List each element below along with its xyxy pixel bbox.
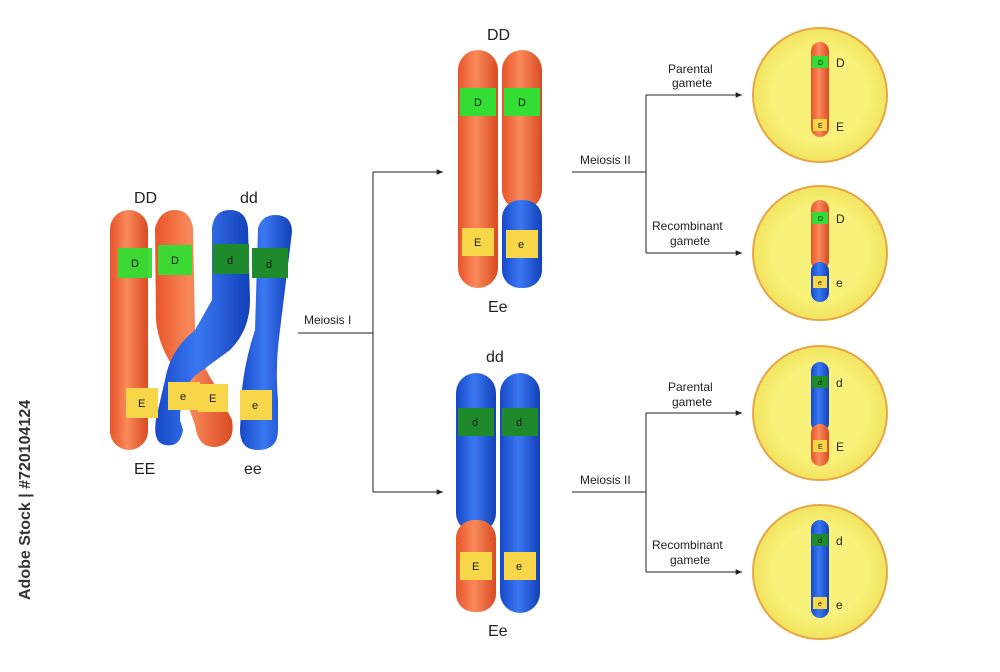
product1-band-label-1: D (474, 97, 482, 109)
band-E-cross (198, 384, 228, 412)
gamete3-band-bottom (813, 440, 827, 452)
gamete1-band-bottom (813, 119, 827, 131)
product-2: d d E e dd Ee (456, 349, 540, 640)
parent-label-DD: DD (134, 190, 157, 207)
gamete1-bottom-gene: E (836, 120, 844, 134)
gamete-cell-4: d e d e (752, 504, 888, 640)
band-label-e-cross: e (180, 391, 186, 403)
product1-band-E (462, 228, 494, 256)
gamete2-type-line1: Recombinant (652, 219, 723, 233)
product1-top-label: DD (487, 27, 510, 44)
product1-band-label-2: D (518, 97, 526, 109)
gamete2-type-line2: gamete (670, 234, 710, 248)
gamete1-band-bottom-label: E (818, 123, 823, 130)
meiosis2-connector-top: Meiosis II Parental gamete Recombinant g… (572, 62, 742, 256)
gamete4-band-top-label: d (818, 538, 822, 545)
band-d-left (213, 244, 249, 274)
band-label-D-left: D (131, 258, 139, 270)
gamete4-band-bottom-label: e (818, 601, 822, 608)
parent-label-dd: dd (240, 190, 258, 207)
gamete1-band-top-label: D (818, 60, 823, 67)
gamete1-band-top (812, 56, 828, 68)
gamete3-top-gene: d (836, 376, 843, 390)
band-D-left (118, 248, 152, 278)
gamete2-band-top (812, 212, 828, 224)
band-D-right (158, 245, 192, 275)
band-label-d-right: d (266, 259, 272, 271)
product2-band-label-4: e (516, 561, 522, 573)
gamete-cell-3: d E d E (752, 345, 888, 481)
band-d-right (252, 248, 288, 278)
band-label-e-right: e (252, 400, 258, 412)
gamete2-bottom-gene: e (836, 276, 843, 290)
gamete3-type-line2: gamete (672, 395, 712, 409)
gamete4-type-line1: Recombinant (652, 538, 723, 552)
gamete4-band-bottom (813, 597, 827, 609)
meiosis2-label-bottom: Meiosis II (580, 473, 631, 487)
product2-blue-chromatid-a (456, 373, 496, 533)
product2-band-d-b (502, 408, 538, 436)
gamete3-band-top-label: d (818, 380, 822, 387)
gamete3-band-bottom-label: E (818, 444, 823, 451)
gamete4-bottom-gene: e (836, 598, 843, 612)
band-label-E-cross: E (209, 393, 216, 405)
product2-band-label-3: E (472, 561, 479, 573)
product1-red-chromatid-b (502, 50, 542, 210)
product2-bottom-label: Ee (488, 623, 508, 640)
product1-band-label-3: E (474, 237, 481, 249)
gamete1-top-gene: D (836, 56, 845, 70)
product2-top-label: dd (486, 349, 504, 366)
product1-band-D-a (460, 88, 496, 116)
meiosis1-label: Meiosis I (304, 313, 351, 327)
gamete4-type-line2: gamete (670, 553, 710, 567)
gamete3-bottom-gene: E (836, 440, 844, 454)
parent-label-ee: ee (244, 461, 262, 478)
gamete1-type-line1: Parental (668, 62, 713, 76)
product-1: D D E e DD Ee (458, 27, 542, 316)
gamete1-type-line2: gamete (672, 76, 712, 90)
band-e-cross (168, 382, 200, 410)
meiosis2-label-top: Meiosis II (580, 153, 631, 167)
band-label-d-left: d (227, 255, 233, 267)
gamete2-band-bottom-label: e (818, 280, 822, 287)
product2-band-e (504, 552, 536, 580)
band-e-right (240, 390, 272, 420)
gamete3-band-top (812, 376, 828, 388)
watermark-text: Adobe Stock | #720104124 (17, 400, 34, 600)
product2-band-d-a (458, 408, 494, 436)
gamete2-top-gene: D (836, 212, 845, 226)
gamete4-band-top (812, 534, 828, 546)
product2-band-label-1: d (472, 417, 478, 429)
gamete-cell-2: D e D e (752, 185, 888, 321)
product2-band-label-2: d (516, 417, 522, 429)
band-E-left (126, 388, 158, 418)
parent-label-EE: EE (134, 461, 155, 478)
gamete2-band-bottom (813, 276, 827, 288)
gamete4-top-gene: d (836, 534, 843, 548)
meiosis1-connector: Meiosis I (298, 169, 443, 495)
gamete3-type-line1: Parental (668, 380, 713, 394)
product1-band-D-b (504, 88, 540, 116)
band-label-D-right: D (171, 255, 179, 267)
gamete2-chromatid-red (811, 200, 829, 270)
gamete-cell-1: D E D E (752, 27, 888, 163)
gamete3-chromatid-blue (811, 362, 829, 432)
parent-chromosomes: D D d d E e E e DD dd EE ee (110, 190, 292, 478)
gamete2-band-top-label: D (818, 216, 823, 223)
band-label-E-left: E (138, 398, 145, 410)
product1-band-label-4: e (518, 239, 524, 251)
product1-band-e (506, 230, 538, 258)
meiosis2-connector-bottom: Meiosis II Parental gamete Recombinant g… (572, 380, 742, 575)
product1-bottom-label: Ee (488, 299, 508, 316)
product2-band-E (460, 552, 492, 580)
